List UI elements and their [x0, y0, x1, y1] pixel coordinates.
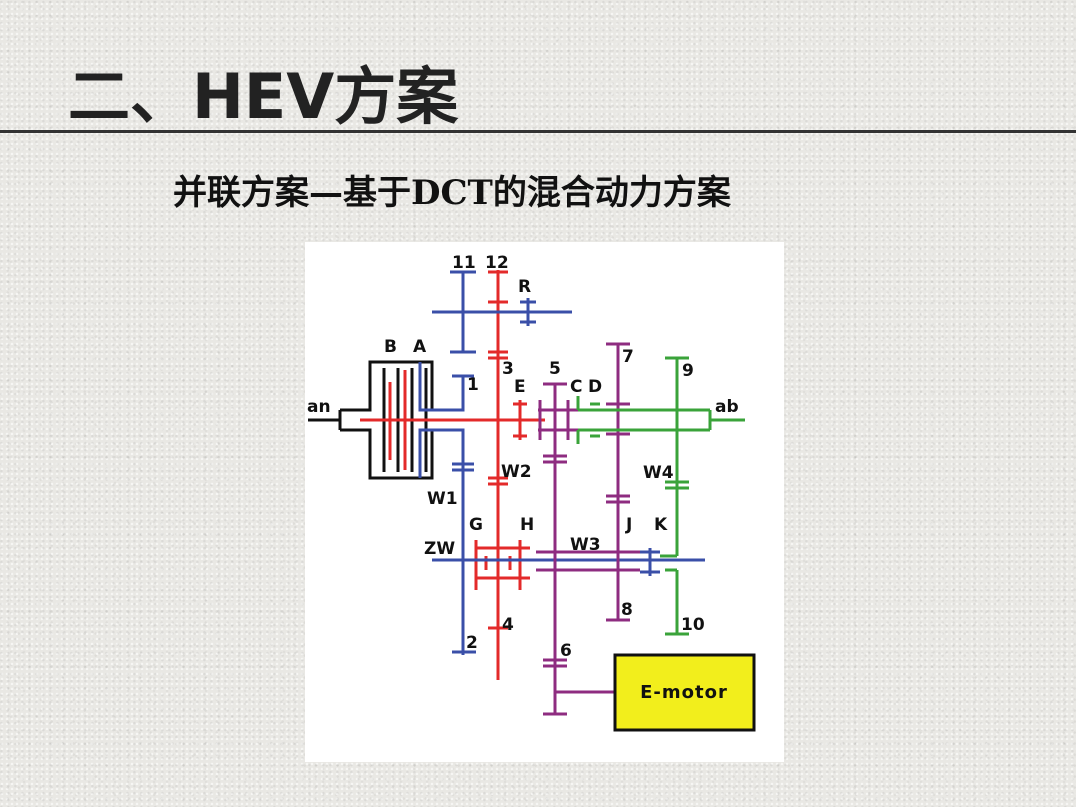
dct-hybrid-diagram: E-motor 11 12 R B A 3 1 5 7 9 E C D an a…	[305, 242, 784, 762]
green-shaft-group	[576, 356, 745, 636]
label-shaft-w2: W2	[501, 462, 532, 482]
label-gear-12: 12	[485, 253, 509, 273]
label-gear-r: R	[518, 277, 531, 297]
label-input-an: an	[307, 397, 331, 417]
label-gear-4: 4	[502, 615, 514, 635]
label-shaft-w1: W1	[427, 489, 458, 509]
label-gear-8: 8	[621, 600, 633, 620]
label-sync-c: C	[570, 377, 582, 397]
diagram-labels: 11 12 R B A 3 1 5 7 9 E C D an ab W2 W4 …	[307, 253, 739, 661]
label-sync-h: H	[520, 515, 534, 535]
label-clutch-a: A	[413, 337, 427, 357]
label-output-ab: ab	[715, 397, 739, 417]
title-rule	[0, 130, 1076, 133]
label-gear-10: 10	[681, 615, 705, 635]
label-gear-7: 7	[622, 347, 634, 367]
label-gear-9: 9	[682, 361, 694, 381]
label-sync-k: K	[654, 515, 668, 535]
label-gear-2: 2	[466, 633, 478, 653]
label-sync-d: D	[588, 377, 602, 397]
label-gear-5: 5	[549, 359, 561, 379]
emotor-box: E-motor	[613, 653, 756, 732]
red-shaft-group	[360, 270, 545, 680]
label-clutch-b: B	[384, 337, 397, 357]
label-sync-e: E	[514, 377, 526, 397]
emotor-label: E-motor	[640, 682, 728, 703]
label-gear-3: 3	[502, 359, 514, 379]
label-shaft-zw: ZW	[424, 539, 455, 559]
slide-title: 二、HEV方案	[68, 60, 459, 133]
label-gear-11: 11	[452, 253, 476, 273]
label-gear-1: 1	[467, 375, 479, 395]
label-shaft-w4: W4	[643, 463, 674, 483]
label-sync-g: G	[469, 515, 483, 535]
blue-shaft-group	[418, 270, 705, 655]
slide-subtitle: 并联方案—基于DCT的混合动力方案	[173, 173, 731, 213]
label-gear-6: 6	[560, 641, 572, 661]
label-shaft-w3: W3	[570, 535, 601, 555]
input-shaft	[308, 360, 434, 480]
label-sync-j: J	[625, 515, 632, 535]
